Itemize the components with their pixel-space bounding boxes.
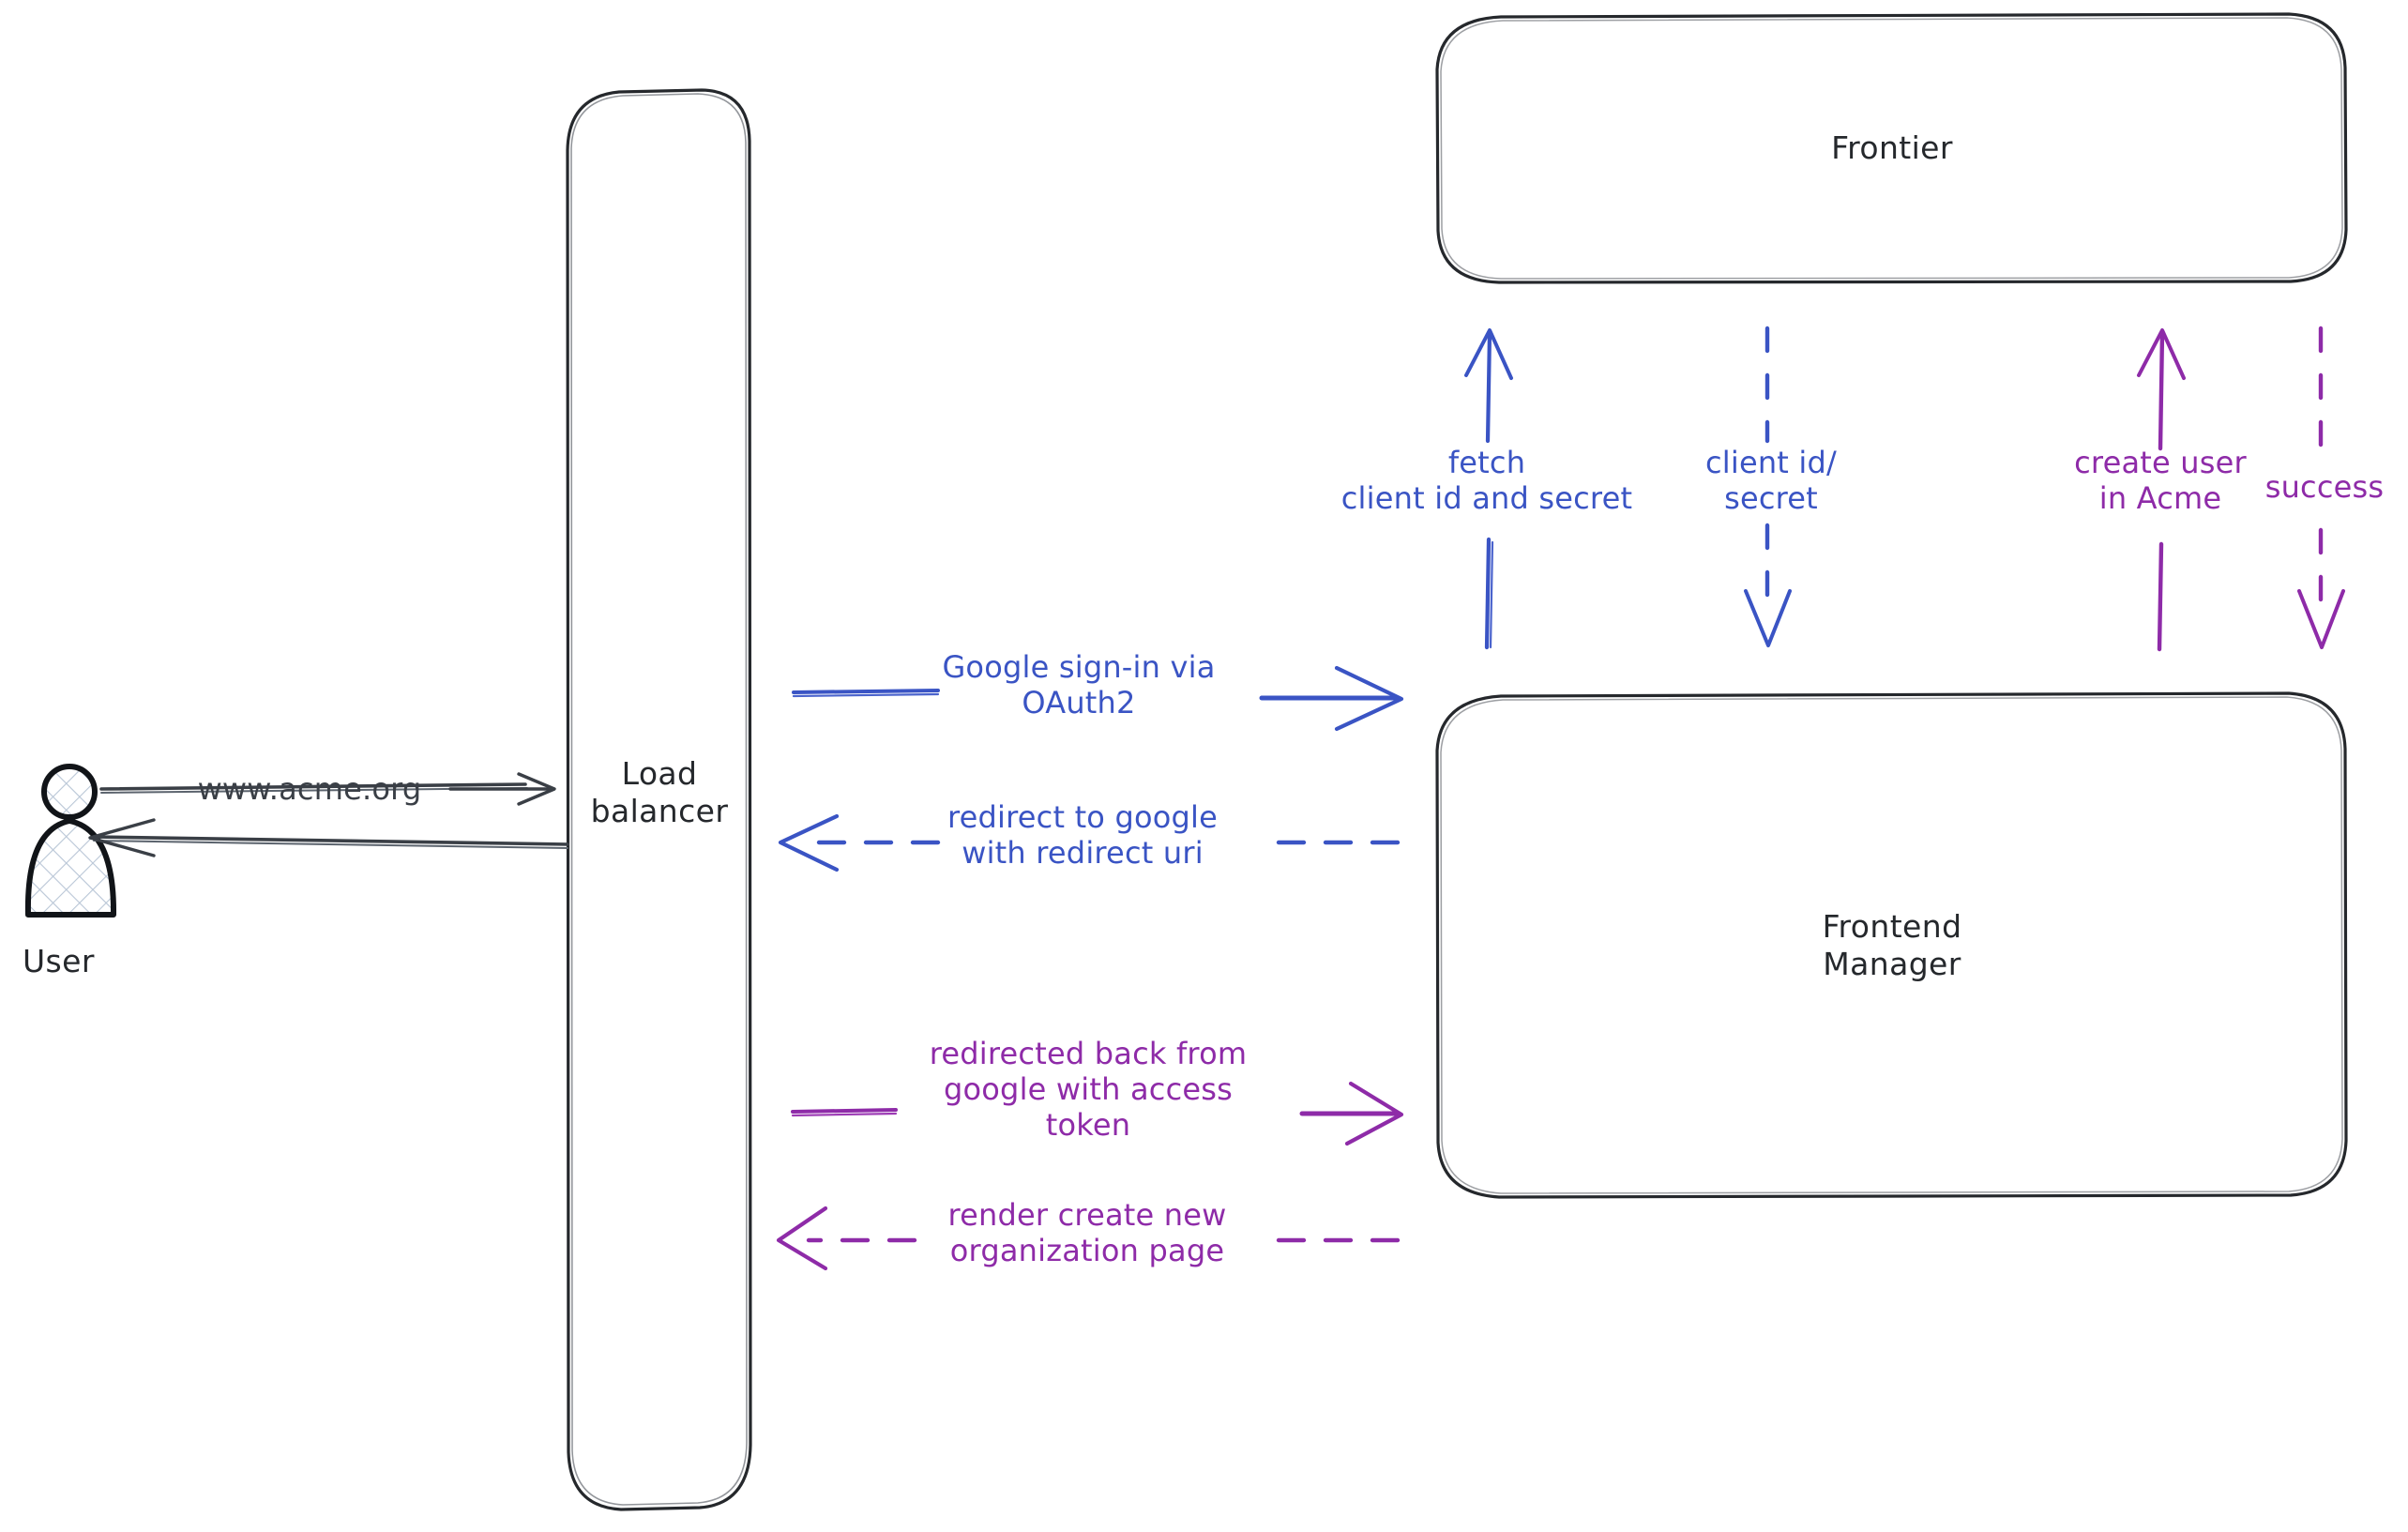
actor-caption-user: User <box>23 943 95 979</box>
edge-lb-to-fm-signin <box>792 665 1404 732</box>
edge-label-fm-to-frontier-fetch: fetch client id and secret <box>1340 445 1633 516</box>
edge-label-fm-to-frontier-create-user: create user in Acme <box>2074 445 2247 516</box>
edge-label-user-to-lb: www.acme.org <box>197 771 422 807</box>
node-frontier[interactable] <box>1435 12 2348 284</box>
edge-label-frontier-to-fm-creds: client id/ secret <box>1704 445 1838 516</box>
edge-fm-to-lb-redirect <box>778 813 1401 872</box>
edge-lb-to-fm-token <box>791 1081 1404 1146</box>
edge-fm-to-lb-render <box>776 1206 1401 1271</box>
person-icon <box>24 764 117 918</box>
node-frontend-manager[interactable] <box>1435 691 2348 1199</box>
edge-user-to-lb <box>99 772 556 806</box>
edge-label-fm-to-lb-render: render create new organization page <box>947 1197 1227 1268</box>
node-load-balancer[interactable] <box>566 88 752 1511</box>
edge-fm-to-frontier-create-user <box>2137 328 2186 652</box>
edge-fm-to-frontier-fetch <box>1464 328 1513 650</box>
edge-label-lb-to-fm-token: redirected back from google with access … <box>929 1036 1248 1143</box>
edge-frontier-to-fm-success <box>2297 326 2345 649</box>
edge-label-fm-to-lb-redirect: redirect to google with redirect uri <box>947 799 1219 871</box>
edge-lb-to-user <box>88 818 569 857</box>
edge-label-lb-to-fm-signin: Google sign-in via OAuth2 <box>942 649 1216 720</box>
edge-label-frontier-to-fm-success: success <box>2264 469 2385 505</box>
edge-frontier-to-fm-creds <box>1744 326 1792 647</box>
